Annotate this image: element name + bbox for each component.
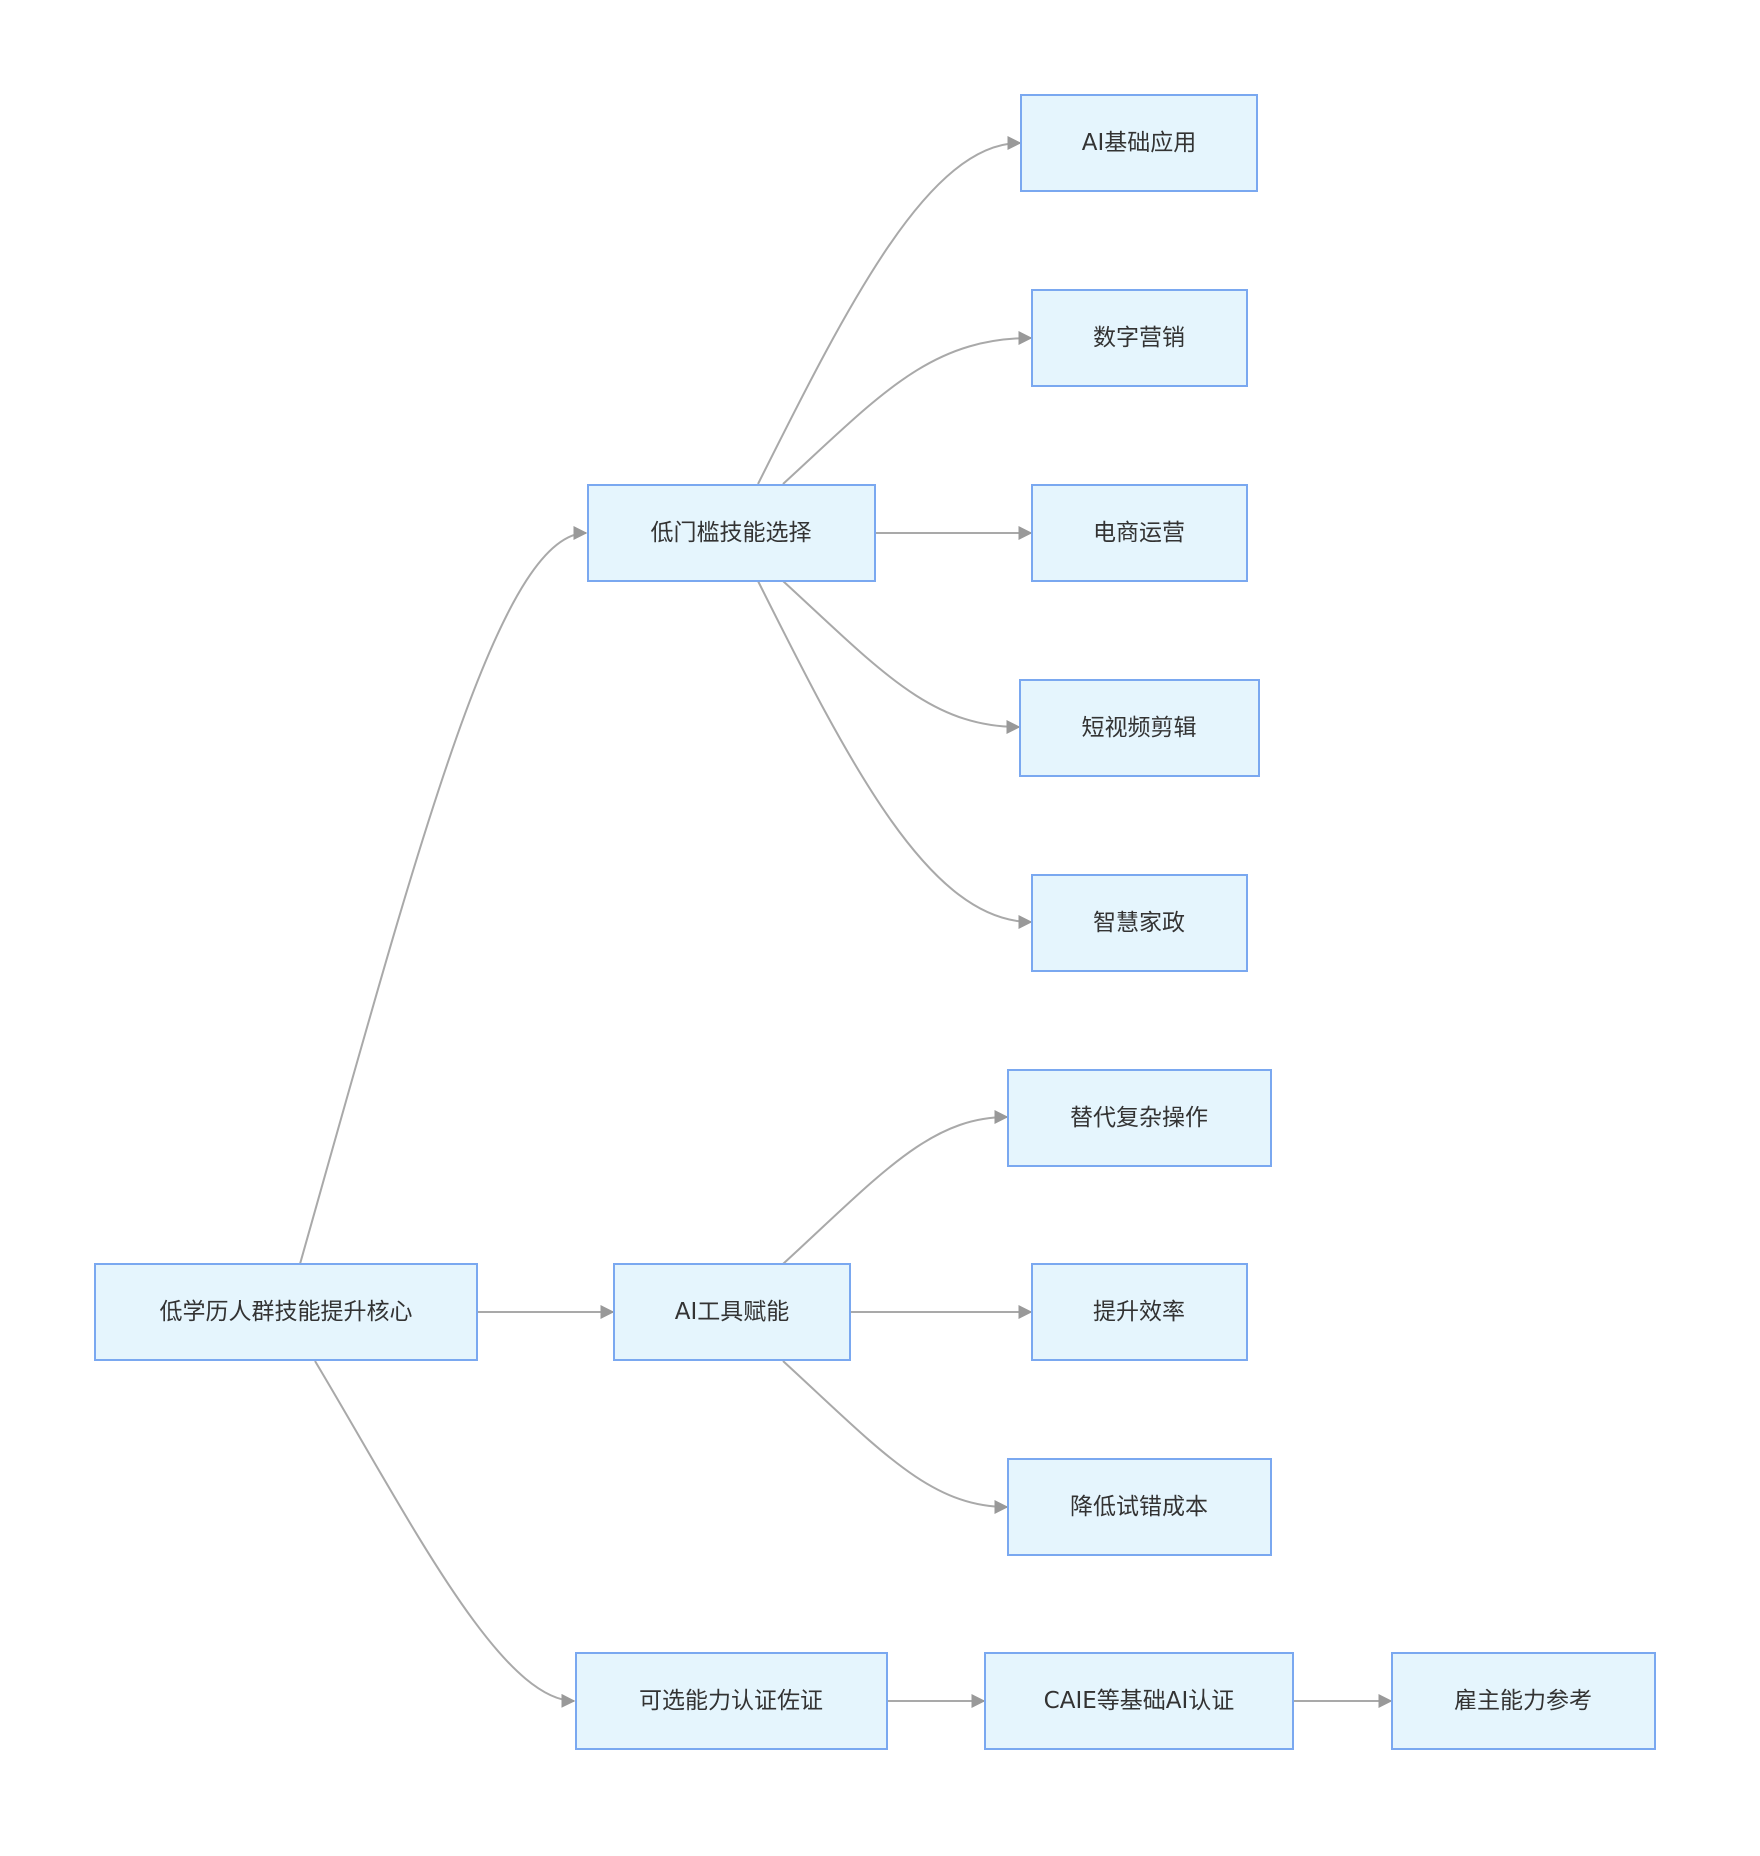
edge-root-to-cert bbox=[314, 1360, 576, 1708]
node-replace-ops-label: 替代复杂操作 bbox=[1070, 1105, 1208, 1131]
node-reduce-cost-label: 降低试错成本 bbox=[1070, 1494, 1208, 1520]
node-caie: CAIE等基础AI认证 bbox=[984, 1652, 1294, 1750]
node-smart-housekeeping: 智慧家政 bbox=[1031, 874, 1248, 972]
node-ai-tools-label: AI工具赋能 bbox=[675, 1299, 790, 1325]
node-cert: 可选能力认证佐证 bbox=[575, 1652, 888, 1750]
edges-layer bbox=[299, 136, 1393, 1708]
edge-skills-to-ai-basic bbox=[757, 136, 1022, 485]
edge-ai-tools-to-reduce-cost bbox=[782, 1360, 1009, 1514]
node-smart-housekeeping-label: 智慧家政 bbox=[1093, 910, 1185, 936]
node-employer-ref: 雇主能力参考 bbox=[1391, 1652, 1656, 1750]
node-ai-tools: AI工具赋能 bbox=[613, 1263, 851, 1361]
edge-skills-to-digital-marketing bbox=[782, 331, 1033, 485]
node-skills: 低门槛技能选择 bbox=[587, 484, 876, 582]
edge-root-to-skills bbox=[299, 526, 588, 1265]
node-ai-basic: AI基础应用 bbox=[1020, 94, 1258, 192]
node-reduce-cost: 降低试错成本 bbox=[1007, 1458, 1272, 1556]
node-digital-marketing: 数字营销 bbox=[1031, 289, 1248, 387]
node-caie-label: CAIE等基础AI认证 bbox=[1044, 1688, 1235, 1714]
edge-skills-to-short-video bbox=[782, 580, 1021, 734]
node-employer-ref-label: 雇主能力参考 bbox=[1454, 1688, 1592, 1714]
node-efficiency: 提升效率 bbox=[1031, 1263, 1248, 1361]
node-efficiency-label: 提升效率 bbox=[1093, 1299, 1185, 1325]
node-root-label: 低学历人群技能提升核心 bbox=[160, 1299, 413, 1325]
node-ecommerce: 电商运营 bbox=[1031, 484, 1248, 582]
edge-skills-to-smart-housekeeping bbox=[757, 580, 1033, 929]
node-digital-marketing-label: 数字营销 bbox=[1093, 325, 1185, 351]
node-short-video-label: 短视频剪辑 bbox=[1082, 715, 1197, 741]
node-ai-basic-label: AI基础应用 bbox=[1082, 130, 1197, 156]
node-replace-ops: 替代复杂操作 bbox=[1007, 1069, 1272, 1167]
node-ecommerce-label: 电商运营 bbox=[1093, 520, 1185, 546]
node-root: 低学历人群技能提升核心 bbox=[94, 1263, 478, 1361]
node-skills-label: 低门槛技能选择 bbox=[651, 520, 812, 546]
edge-ai-tools-to-replace-ops bbox=[782, 1110, 1009, 1265]
node-cert-label: 可选能力认证佐证 bbox=[639, 1688, 823, 1714]
nodes-layer: 低学历人群技能提升核心 低门槛技能选择 AI工具赋能 可选能力认证佐证 AI基础… bbox=[94, 94, 1656, 1750]
node-short-video: 短视频剪辑 bbox=[1019, 679, 1260, 777]
